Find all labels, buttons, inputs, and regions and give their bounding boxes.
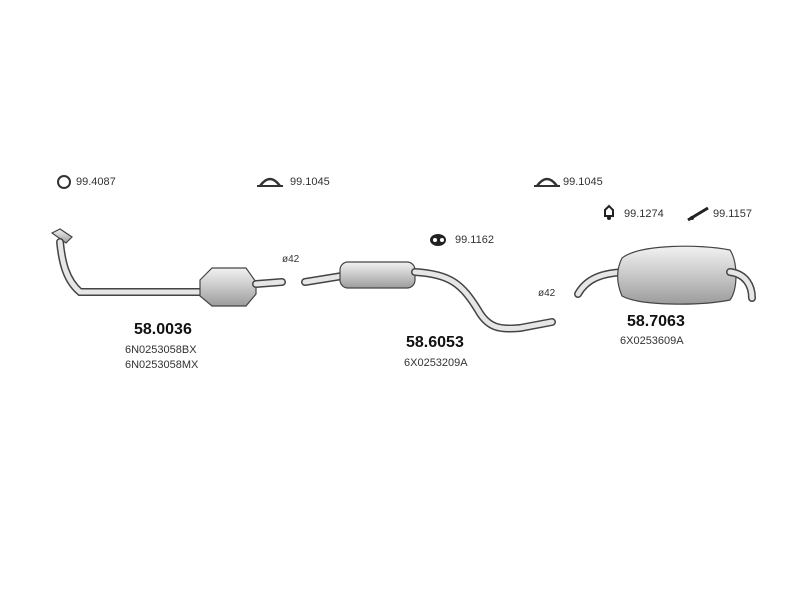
accessory-code: 99.1162 — [455, 234, 494, 246]
bracket-icon — [604, 204, 614, 220]
accessory-code: 99.1274 — [624, 208, 664, 220]
part-number: 58.6053 — [406, 334, 464, 351]
diameter-label: ø42 — [282, 254, 300, 265]
rear-silencer — [574, 245, 756, 305]
accessory-code: 99.4087 — [76, 176, 116, 188]
oem-number: 6N0253058MX — [125, 359, 199, 371]
oem-number: 6X0253609A — [620, 335, 684, 347]
part-number: 58.0036 — [134, 321, 192, 338]
oem-number: 6X0253209A — [404, 357, 468, 369]
strap-icon — [687, 206, 709, 222]
accessory-code: 99.1045 — [563, 176, 603, 188]
part-number: 58.7063 — [627, 313, 685, 330]
u-clamp-icon — [257, 177, 283, 187]
front-pipe-catalytic-converter — [50, 228, 286, 307]
rubber-hanger-icon — [430, 234, 446, 246]
accessory-code: 99.1045 — [290, 176, 330, 188]
middle-silencer — [301, 261, 556, 333]
oem-number: 6N0253058BX — [125, 344, 197, 356]
diameter-label: ø42 — [538, 288, 556, 299]
o-ring-icon — [57, 175, 71, 189]
u-clamp-icon — [534, 177, 560, 187]
accessory-code: 99.1157 — [713, 208, 752, 220]
